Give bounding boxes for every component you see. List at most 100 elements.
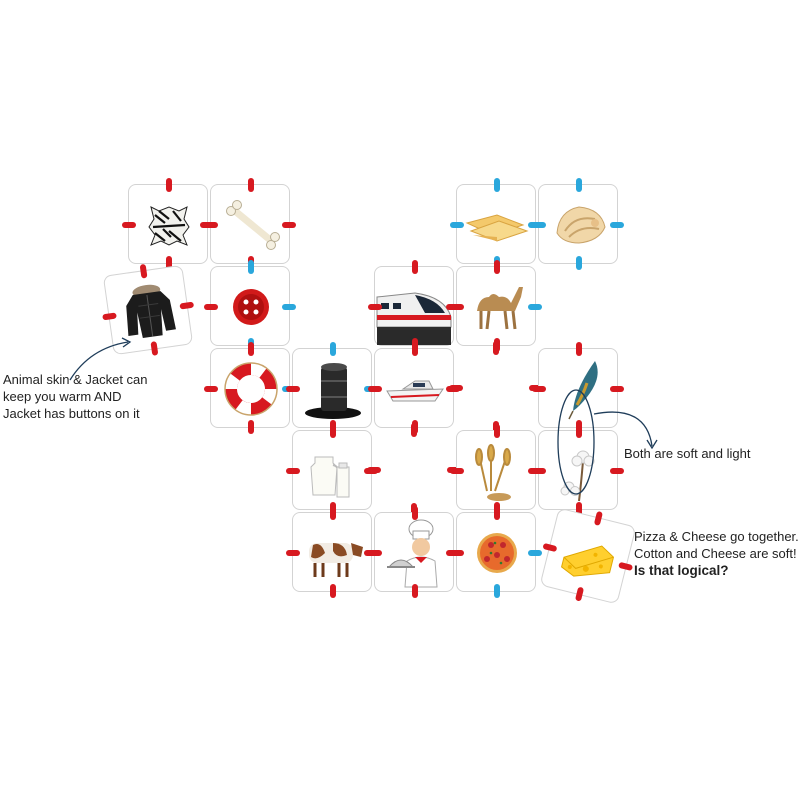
card-cotton <box>532 424 624 516</box>
connector-peg-right <box>610 222 624 228</box>
oil-barrel-icon <box>305 363 361 419</box>
connector-peg-left <box>367 467 381 473</box>
connector-peg-right <box>528 550 542 556</box>
cheese-wedge-icon <box>561 545 615 577</box>
connector-peg-top <box>494 260 500 274</box>
jacket-icon <box>126 284 176 338</box>
button-icon <box>233 289 269 325</box>
connector-peg-right <box>282 304 296 310</box>
connector-peg-top <box>330 342 336 356</box>
connector-peg-left <box>368 386 382 392</box>
logic-question: Is that logical? <box>634 563 729 578</box>
connector-peg-left <box>122 222 136 228</box>
connector-peg-left <box>450 550 464 556</box>
connector-peg-left <box>368 550 382 556</box>
connector-peg-top <box>494 178 500 192</box>
connector-peg-top <box>576 342 582 356</box>
connector-peg-top <box>248 342 254 356</box>
connector-peg-bottom <box>412 584 418 598</box>
card-empty <box>367 423 461 517</box>
card-empty <box>449 341 543 435</box>
connector-peg-top <box>248 178 254 192</box>
cow-icon <box>309 543 363 577</box>
card-cheese-wedge <box>539 507 637 605</box>
connector-peg-left <box>286 386 300 392</box>
connector-peg-right <box>610 468 624 474</box>
cotton-icon <box>560 450 595 502</box>
connector-peg-top <box>411 423 417 437</box>
pizza-annotation-line: Pizza & Cheese go together. <box>634 529 799 544</box>
lifebuoy-icon <box>224 362 278 416</box>
jacket-annotation-line: keep you warm AND <box>3 389 122 404</box>
connector-peg-left <box>286 550 300 556</box>
connector-peg-top <box>330 424 336 438</box>
connector-peg-left <box>532 468 546 474</box>
connector-peg-bottom <box>494 584 500 598</box>
connector-peg-top <box>412 506 418 520</box>
connector-peg-right <box>528 304 542 310</box>
card-zebra-skin <box>122 178 214 270</box>
connector-peg-left <box>450 468 464 474</box>
bone-icon <box>226 200 280 250</box>
jacket-annotation-line: Animal skin & Jacket can <box>3 372 148 387</box>
connector-peg-top <box>494 424 500 438</box>
card-speedboat <box>368 342 460 434</box>
card-lifebuoy <box>204 342 296 434</box>
connector-peg-left <box>286 468 300 474</box>
connector-peg-right <box>282 222 296 228</box>
camel-icon <box>477 287 523 330</box>
card-wheat <box>450 424 542 516</box>
chef-icon <box>387 519 438 588</box>
pizza-cheese-annotation: Pizza & Cheese go together. Cotton and C… <box>634 528 799 579</box>
feather-icon <box>568 361 598 420</box>
card-jacket <box>102 263 195 356</box>
connector-peg-bottom <box>576 502 582 516</box>
connector-peg-top <box>576 424 582 438</box>
train-icon <box>376 292 452 345</box>
connector-peg-top <box>493 341 499 355</box>
pizza-icon <box>477 533 517 573</box>
card-pizza <box>450 506 542 598</box>
connector-peg-top <box>494 506 500 520</box>
milk-icon <box>310 456 350 498</box>
card-milk <box>286 424 378 516</box>
seashell-icon <box>556 206 606 244</box>
connector-peg-right <box>179 301 195 310</box>
connector-peg-top <box>248 260 254 274</box>
speedboat-icon <box>386 380 444 402</box>
soft-annotation: Both are soft and light <box>624 445 750 462</box>
wheat-icon <box>475 444 511 501</box>
card-train <box>368 260 460 352</box>
jacket-annotation-line: Jacket has buttons on it <box>3 406 140 421</box>
card-cow <box>286 506 378 598</box>
card-cheese-slices <box>450 178 542 270</box>
card-oil-barrel <box>286 342 378 434</box>
connector-peg-bottom <box>330 584 336 598</box>
connector-peg-top <box>412 260 418 274</box>
connector-peg-left <box>532 386 546 392</box>
card-bone <box>204 178 296 270</box>
zebra-skin-icon <box>148 206 190 246</box>
pizza-annotation-line: Cotton and Cheese are soft! <box>634 546 797 561</box>
connector-peg-left <box>204 386 218 392</box>
connector-peg-bottom <box>576 256 582 270</box>
card-feather <box>532 342 624 434</box>
connector-peg-top <box>576 178 582 192</box>
card-camel <box>450 260 542 352</box>
connector-peg-left <box>368 304 382 310</box>
connector-peg-left <box>450 304 464 310</box>
connector-peg-top <box>139 263 148 279</box>
card-chef <box>368 506 460 598</box>
cheese-slices-icon <box>465 214 529 242</box>
connector-peg-left <box>204 222 218 228</box>
connector-peg-bottom <box>166 256 172 270</box>
connector-peg-bottom <box>248 420 254 434</box>
connector-peg-top <box>330 506 336 520</box>
soft-annotation-line: Both are soft and light <box>624 446 751 461</box>
connector-peg-left <box>204 304 218 310</box>
connector-peg-left <box>532 222 546 228</box>
jacket-annotation: Animal skin & Jacket can keep you warm A… <box>3 371 148 422</box>
connector-peg-top <box>412 342 418 356</box>
connector-peg-right <box>610 386 624 392</box>
